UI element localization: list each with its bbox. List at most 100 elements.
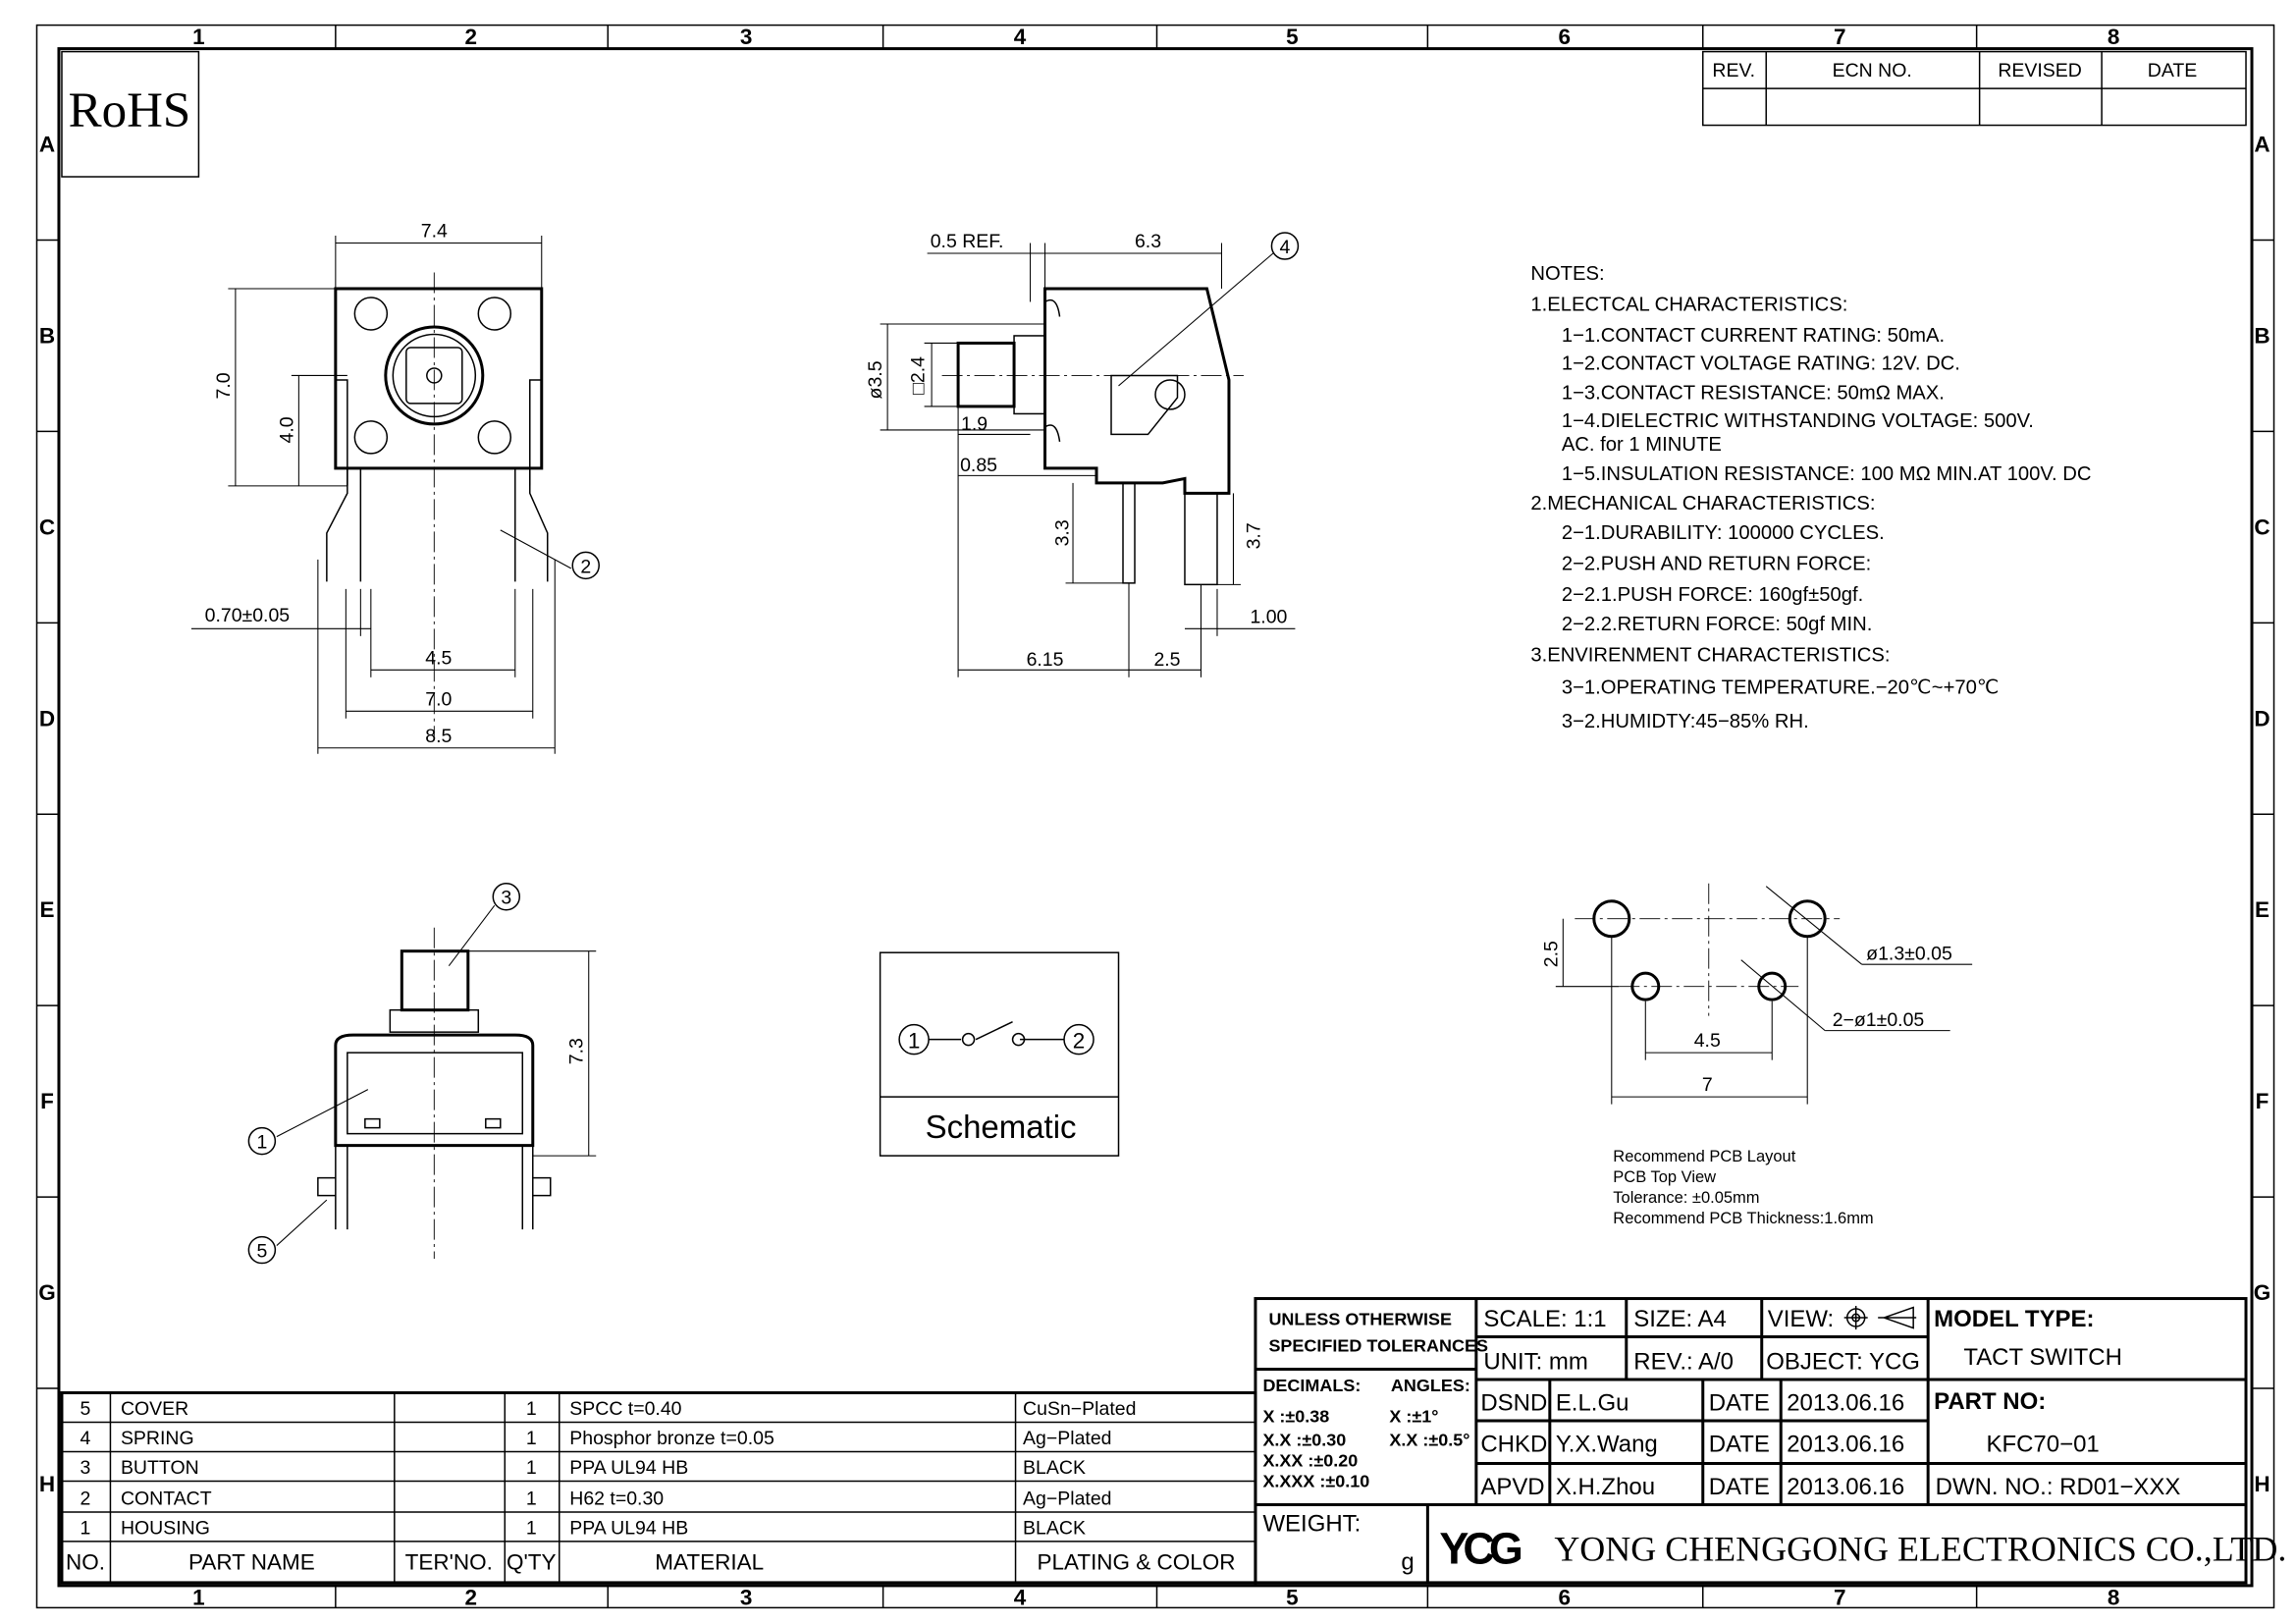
row-label: G [38,1280,56,1305]
bom-cell-material: PPA UL94 HB [569,1517,688,1539]
bom-cell-plating: Ag−Plated [1023,1488,1111,1509]
dimension-label: 2.5 [1540,941,1562,967]
signoff-date: 2013.06.16 [1787,1431,1904,1457]
signoff-date-label: DATE [1709,1474,1770,1500]
bom-header: PLATING & COLOR [1038,1549,1236,1574]
dimension-label: 7.0 [425,688,452,710]
weight-unit: g [1401,1548,1414,1575]
column-label: 5 [1286,1585,1299,1609]
dimension-label: 0.85 [960,455,997,476]
schematic-pin: 1 [908,1029,921,1054]
bom-cell-qty: 1 [526,1457,537,1479]
part-balloon: 2 [580,556,591,577]
note-line: 3−1.OPERATING TEMPERATURE.−20℃~+70℃ [1562,677,2000,698]
part-balloon: 1 [256,1132,267,1154]
note-line: 2.MECHANICAL CHARACTERISTICS: [1530,493,1875,514]
rohs-mark: RoHS [61,50,200,178]
dimension-label: 4.0 [276,416,297,443]
bom-cell-no: 4 [80,1428,91,1449]
note-line: AC. for 1 MINUTE [1562,434,1722,456]
title-block: UNLESS OTHERWISE SPECIFIED TOLERANCES DE… [1254,1297,2286,1585]
bom-cell-no: 1 [80,1517,91,1539]
dimension-label: 6.15 [1027,649,1064,671]
note-line: 1−5.INSULATION RESISTANCE: 100 MΩ MIN.AT… [1562,463,2092,485]
dimension-label: 1.00 [1250,606,1287,627]
column-label: 7 [1834,1585,1846,1609]
dimension-label: 2−ø1±0.05 [1833,1009,1925,1031]
dimension-label: 0.70±0.05 [205,605,291,626]
angle-tolerance: X.X :±0.5° [1389,1430,1469,1449]
tolerance-value: X :±0.38 [1262,1406,1329,1426]
row-label: H [39,1472,55,1496]
revision-header: REV. [1712,60,1755,81]
signoff-name: Y.X.Wang [1556,1431,1658,1457]
dimension-label: 8.5 [425,726,452,747]
note-line: 2−2.1.PUSH FORCE: 160gf±50gf. [1562,584,1863,606]
dimension-label: 7.0 [213,372,235,399]
bom-cell-qty: 1 [526,1517,537,1539]
angles-label: ANGLES: [1391,1376,1470,1395]
row-label: H [2254,1472,2269,1496]
bom-cell-no: 2 [80,1488,91,1509]
tolerance-heading: SPECIFIED TOLERANCES [1268,1336,1488,1356]
column-label: 8 [2108,1585,2120,1609]
bom-cell-plating: CuSn−Plated [1023,1398,1136,1420]
row-label: D [2254,706,2269,731]
bom-cell-name: HOUSING [121,1517,210,1539]
dimension-label: 2.5 [1153,649,1180,671]
note-line: 1.ELECTCAL CHARACTERISTICS: [1530,294,1847,315]
company-logo: YCG [1439,1523,1521,1573]
dimension-label: ø1.3±0.05 [1866,944,1952,965]
note-line: 3−2.HUMIDTY:45−85% RH. [1562,711,1809,732]
row-label: D [39,706,55,731]
side-view-drawing: 0.5 REF. 6.3 ø3.5 □2.4 1.9 0.85 3.3 3.7 … [865,231,1300,677]
note-line: 1−3.CONTACT RESISTANCE: 50mΩ MAX. [1562,382,1945,404]
column-label: 6 [1559,1585,1572,1609]
dimension-label: 4.5 [425,647,452,669]
row-label: A [39,133,55,157]
view-field: VIEW: [1768,1306,1834,1332]
model-type-value: TACT SWITCH [1963,1344,2122,1371]
signoff-role: CHKD [1480,1431,1547,1457]
drawing-number: DWN. NO.: RD01−XXX [1936,1474,2181,1500]
dimension-label: 3.3 [1052,519,1074,546]
column-label: 1 [192,25,205,49]
column-label: 3 [740,1585,753,1609]
revision-header: ECN NO. [1833,60,1912,81]
bom-cell-qty: 1 [526,1398,537,1420]
column-label: 1 [192,1585,205,1609]
bom-cell-qty: 1 [526,1428,537,1449]
row-label: C [39,514,55,539]
revision-header: DATE [2148,60,2198,81]
dimension-label: 6.3 [1135,231,1161,252]
angle-tolerance: X :±1° [1389,1406,1438,1426]
signoff-role: APVD [1480,1474,1544,1500]
row-label: E [2255,897,2269,922]
bom-header: PART NAME [188,1549,315,1574]
dimension-label: 4.5 [1694,1030,1721,1052]
column-label: 8 [2108,25,2120,49]
schematic-box: 1 2 Schematic [879,951,1120,1157]
row-label: F [40,1089,54,1113]
column-label: 2 [465,25,478,49]
bom-header: NO. [66,1549,105,1574]
pcb-note: PCB Top View [1613,1168,1716,1186]
decimals-label: DECIMALS: [1262,1376,1361,1395]
signoff-role: DSND [1480,1389,1547,1416]
bom-header: MATERIAL [655,1549,764,1574]
dimension-label: □2.4 [908,356,930,395]
rev-field: REV.: A/0 [1633,1349,1734,1376]
signoff-name: E.L.Gu [1556,1389,1629,1416]
company-name: YONG CHENGGONG ELECTRONICS CO.,LTD. [1554,1529,2286,1568]
dimension-label: 7.4 [421,221,448,243]
dimension-label: 7.3 [566,1038,588,1064]
column-label: 4 [1014,25,1027,49]
row-label: A [2254,133,2269,157]
note-line: 2−2.2.RETURN FORCE: 50gf MIN. [1562,614,1873,635]
note-line: 1−2.CONTACT VOLTAGE RATING: 12V. DC. [1562,352,1960,374]
bom-cell-name: CONTACT [121,1488,212,1509]
tolerance-value: X.X :±0.30 [1262,1430,1346,1449]
part-no-value: KFC70−01 [1986,1431,2099,1457]
bom-cell-plating: BLACK [1023,1457,1086,1479]
bom-cell-material: PPA UL94 HB [569,1457,688,1479]
